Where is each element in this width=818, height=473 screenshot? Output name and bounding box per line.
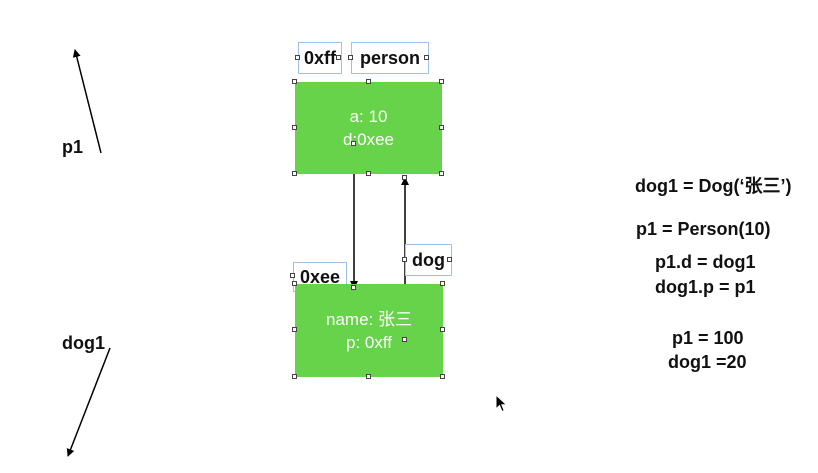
person-type-tag[interactable]: person — [351, 42, 429, 74]
dog1-reference-arrow[interactable] — [66, 347, 111, 457]
code-line-1: dog1 = Dog(‘张三’) — [635, 176, 792, 196]
selection-handle[interactable] — [336, 55, 341, 60]
selection-handle[interactable] — [439, 79, 444, 84]
selection-handle[interactable] — [292, 281, 297, 286]
person-field-d: d:0xee — [342, 130, 395, 149]
mouse-cursor-icon — [495, 394, 508, 413]
selection-handle[interactable] — [295, 55, 300, 60]
code-line-2: p1 = Person(10) — [636, 219, 771, 239]
dog-field-name: name: 张三 — [326, 309, 412, 329]
selection-handle[interactable] — [290, 273, 295, 278]
selection-handle[interactable] — [366, 79, 371, 84]
code-line-6: dog1 =20 — [668, 352, 747, 372]
p1-reference-arrow[interactable] — [72, 49, 102, 154]
selection-handle[interactable] — [439, 171, 444, 176]
dog-object-box[interactable]: name: 张三 p: 0xff — [295, 284, 443, 377]
variable-dog1-label: dog1 — [62, 333, 105, 353]
dog-field-p: p: 0xff — [346, 332, 392, 352]
selection-handle[interactable] — [348, 55, 353, 60]
variable-p1-label: p1 — [62, 137, 84, 157]
code-line-4: dog1.p = p1 — [655, 277, 756, 297]
selection-handle[interactable] — [366, 374, 371, 379]
arrow-endpoint-handle[interactable] — [351, 141, 356, 146]
selection-handle[interactable] — [440, 281, 445, 286]
arrow-endpoint-handle[interactable] — [402, 175, 407, 180]
selection-handle[interactable] — [447, 257, 452, 262]
dog-type-tag[interactable]: dog — [405, 244, 452, 276]
selection-handle[interactable] — [424, 55, 429, 60]
selection-handle[interactable] — [292, 327, 297, 332]
selection-handle[interactable] — [440, 374, 445, 379]
code-line-5: p1 = 100 — [672, 328, 744, 348]
selection-handle[interactable] — [402, 257, 407, 262]
selection-handle[interactable] — [440, 327, 445, 332]
selection-handle[interactable] — [292, 171, 297, 176]
arrow-endpoint-handle[interactable] — [402, 337, 407, 342]
selection-handle[interactable] — [292, 79, 297, 84]
selection-handle[interactable] — [439, 125, 444, 130]
selection-handle[interactable] — [292, 374, 297, 379]
code-line-3: p1.d = dog1 — [655, 252, 756, 272]
person-object-box[interactable]: a: 10 d:0xee — [295, 82, 442, 174]
selection-handle[interactable] — [366, 171, 371, 176]
selection-handle[interactable] — [292, 125, 297, 130]
person-field-a: a: 10 — [349, 107, 388, 126]
arrow-endpoint-handle[interactable] — [351, 285, 356, 290]
